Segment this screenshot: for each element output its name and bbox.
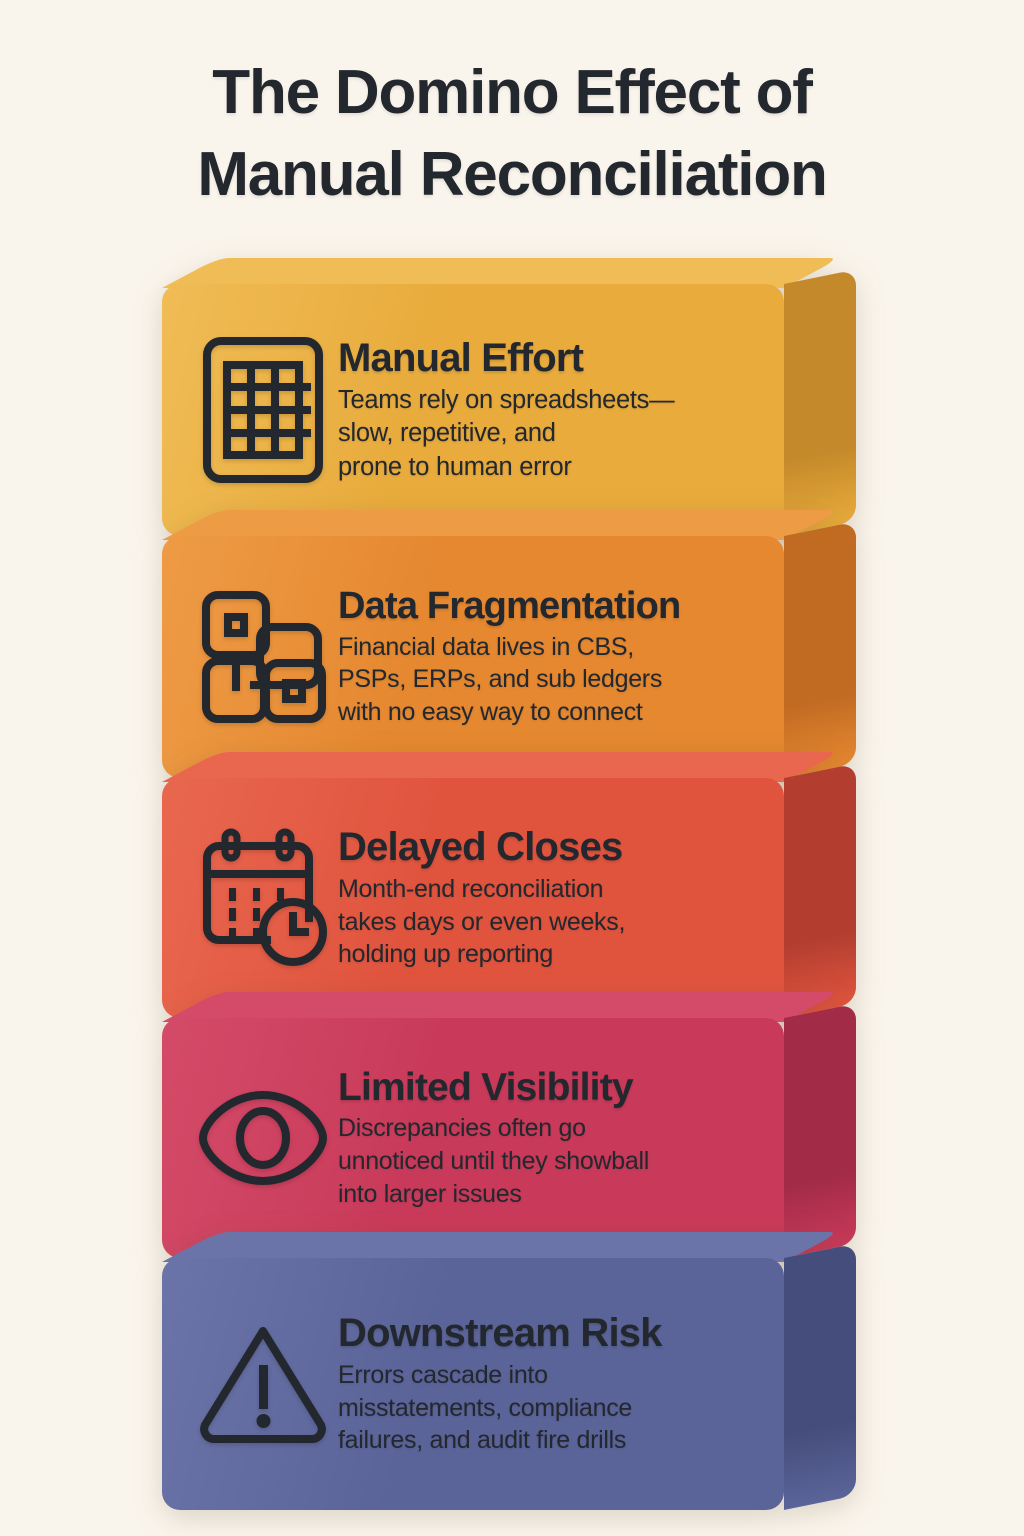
domino-stack: Manual Effort Teams rely on spreadsheets… [0, 258, 1024, 1522]
block-heading-2: Data Fragmentation [338, 585, 681, 628]
block-text-4: Limited Visibility Discrepancies often g… [338, 1066, 766, 1211]
desc-line: slow, repetitive, and [338, 419, 556, 448]
calendar-clock-icon [188, 828, 338, 968]
nodes-icon [188, 587, 338, 727]
block-side-face-4 [784, 1003, 856, 1258]
domino-block-delayed-closes[interactable]: Delayed Closes Month-end reconciliation … [162, 752, 856, 1018]
block-heading-3: Delayed Closes [338, 824, 623, 869]
spreadsheet-icon [188, 335, 338, 485]
desc-line: holding up reporting [338, 940, 553, 969]
desc-line: misstatements, compliance [338, 1393, 633, 1422]
desc-line: with no easy way to connect [338, 698, 643, 727]
block-description-3: Month-end reconciliation takes days or e… [338, 873, 766, 971]
desc-line: failures, and audit fire drills [338, 1426, 627, 1455]
block-front-face-3: Delayed Closes Month-end reconciliation … [162, 778, 784, 1018]
block-side-face-2 [784, 521, 856, 778]
block-heading-1: Manual Effort [338, 336, 584, 381]
block-heading-4: Limited Visibility [338, 1065, 634, 1109]
block-description-1: Teams rely on spreadsheets— slow, repeti… [338, 384, 766, 484]
desc-line: Errors cascade into [338, 1360, 548, 1389]
title-line-2: Manual Reconciliation [197, 139, 828, 209]
domino-block-manual-effort[interactable]: Manual Effort Teams rely on spreadsheets… [162, 258, 856, 536]
block-front-face-5: Downstream Risk Errors cascade into miss… [162, 1258, 784, 1510]
block-description-5: Errors cascade into misstatements, compl… [338, 1359, 766, 1457]
domino-block-downstream-risk[interactable]: Downstream Risk Errors cascade into miss… [162, 1232, 856, 1510]
block-front-face-4: Limited Visibility Discrepancies often g… [162, 1018, 784, 1258]
desc-line: Month-end reconciliation [338, 874, 604, 903]
desc-line: Teams rely on spreadsheets— [338, 385, 675, 414]
block-description-4: Discrepancies often go unnoticed until t… [338, 1112, 766, 1210]
block-text-5: Downstream Risk Errors cascade into miss… [338, 1311, 766, 1457]
domino-block-limited-visibility[interactable]: Limited Visibility Discrepancies often g… [162, 992, 856, 1258]
block-front-face-2: Data Fragmentation Financial data lives … [162, 536, 784, 778]
warning-triangle-icon [188, 1321, 338, 1447]
domino-block-data-fragmentation[interactable]: Data Fragmentation Financial data lives … [162, 510, 856, 778]
desc-line: PSPs, ERPs, and sub ledgers [338, 665, 663, 694]
block-text-3: Delayed Closes Month-end reconciliation … [338, 825, 766, 971]
block-text-1: Manual Effort Teams rely on spreadsheets… [338, 336, 766, 484]
desc-line: unnoticed until they showball [338, 1146, 649, 1175]
desc-line: prone to human error [338, 452, 572, 481]
block-front-face-1: Manual Effort Teams rely on spreadsheets… [162, 284, 784, 536]
eye-icon [188, 1083, 338, 1193]
block-side-face-5 [784, 1243, 856, 1510]
desc-line: Financial data lives in CBS, [338, 632, 634, 661]
block-text-2: Data Fragmentation Financial data lives … [338, 585, 766, 729]
page-title: The Domino Effect of Manual Reconciliati… [0, 52, 1024, 216]
block-heading-5: Downstream Risk [338, 1310, 662, 1355]
block-description-2: Financial data lives in CBS, PSPs, ERPs,… [338, 631, 766, 729]
title-line-1: The Domino Effect of [212, 58, 813, 127]
block-side-face-1 [784, 269, 856, 536]
desc-line: takes days or even weeks, [338, 907, 626, 936]
desc-line: into larger issues [338, 1179, 522, 1208]
block-side-face-3 [784, 763, 856, 1018]
desc-line: Discrepancies often go [338, 1114, 586, 1143]
